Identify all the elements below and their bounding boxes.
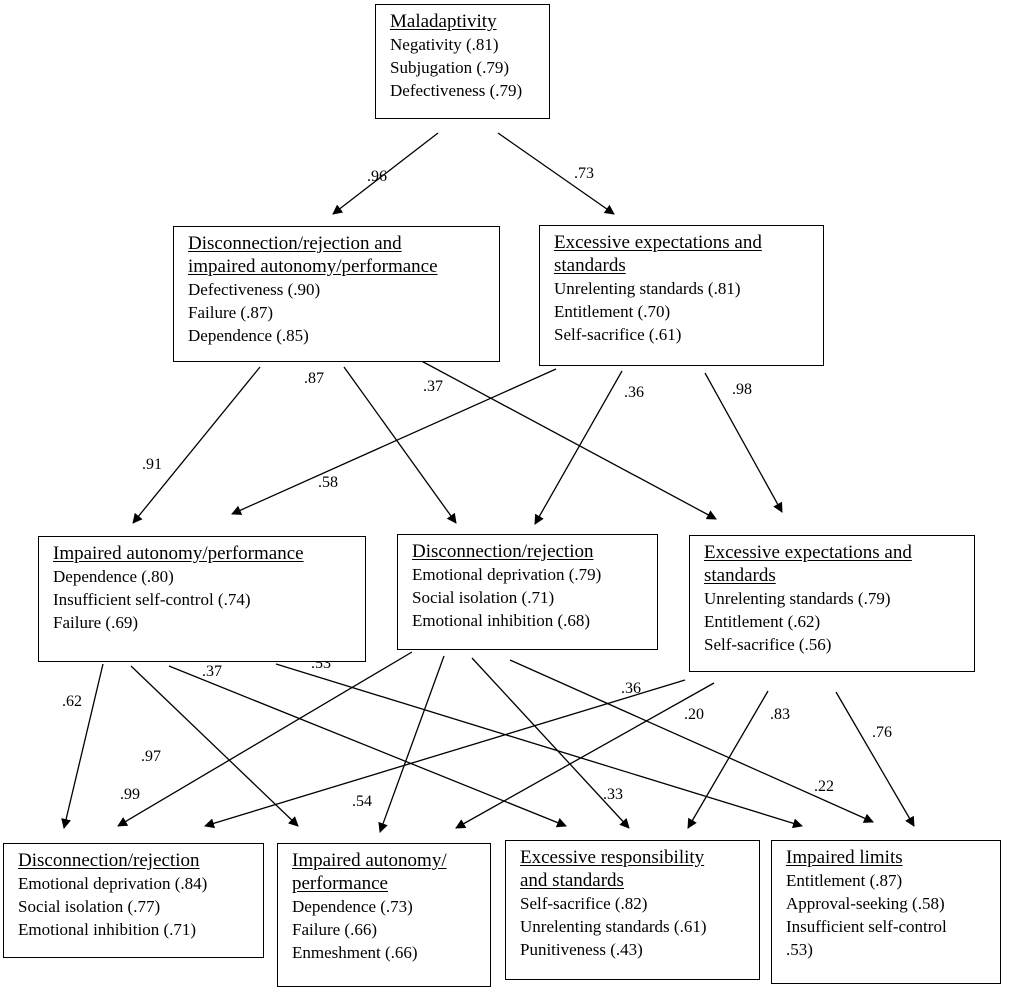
factor-item: .53) [786,940,813,959]
factor-title: standards [554,255,626,276]
factor-title: Disconnection/rejection [412,541,594,562]
arrow-l3dis-to-l4-excessive [471,657,630,829]
edge-label-l3imp-l4-excessive: .37 [202,663,222,680]
factor-title: Impaired limits [786,847,903,868]
factor-item: Emotional inhibition (.71) [18,920,197,939]
edge-label-l2exc-l3-disconnection: .36 [624,384,644,401]
arrow-l2exc-to-l3-impaired [231,368,557,515]
arrow-l3exc-to-l4-limits [835,691,915,827]
arrow-l2dis-to-l3-disconnection [343,366,457,524]
factor-title: performance [292,873,388,894]
factor-item: Social isolation (.71) [412,588,555,607]
edge-label-l3dis-l4-limits: .22 [814,778,834,795]
edge-label-l3exc-l4-impaired: .20 [684,706,704,723]
edge-label-l3imp-l4-impaired: .97 [141,748,161,765]
factor-item: Social isolation (.77) [18,897,161,916]
arrow-l3dis-to-l4-disconnection [117,651,413,827]
factor-item: Punitiveness (.43) [520,940,643,959]
factor-box-excessive-expectations-l2: Excessive expectations and standards Unr… [539,225,824,366]
factor-box-maladaptivity: Maladaptivity Negativity (.81) Subjugati… [375,4,550,119]
factor-box-excessive-expectations-l3: Excessive expectations and standards Unr… [689,535,975,672]
arrow-l3dis-to-l4-limits [509,659,874,823]
factor-item: Entitlement (.70) [554,302,671,321]
factor-item: Self-sacrifice (.82) [520,894,648,913]
arrow-l3exc-to-l4-disconnection [204,679,686,829]
factor-item: Unrelenting standards (.81) [554,279,741,298]
arrow-l2exc-to-l3-disconnection [534,370,623,525]
factor-item: Entitlement (.87) [786,871,903,890]
factor-item: Approval-seeking (.58) [786,894,945,913]
arrow-l3exc-to-l4-impaired [455,682,715,829]
factor-item: Dependence (.85) [188,326,309,345]
edge-label-l2dis-l3-excessive: .37 [423,378,443,395]
factor-item: Unrelenting standards (.61) [520,917,707,936]
factor-title: Impaired autonomy/ [292,850,447,871]
factor-item: Emotional deprivation (.84) [18,874,208,893]
edge-label-l3exc-l4-disconnection: .36 [621,680,641,697]
factor-item: Insufficient self-control (.74) [53,590,251,609]
factor-item: Emotional deprivation (.79) [412,565,602,584]
arrow-l3dis-to-l4-impaired [378,655,445,833]
factor-item: Dependence (.73) [292,897,413,916]
factor-item: Emotional inhibition (.68) [412,611,591,630]
factor-title: Excessive responsibility [520,847,705,868]
factor-item: Entitlement (.62) [704,612,821,631]
arrow-l2dis-to-l3-excessive [413,356,717,520]
factor-item: Enmeshment (.66) [292,943,418,962]
arrow-maladaptivity-to-l2-excessive [497,132,615,215]
arrow-maladaptivity-to-l2-disconnection [332,132,439,215]
factor-item: Failure (.66) [292,920,377,939]
edge-label-l3exc-l4-excessive: .83 [770,706,790,723]
factor-item: Self-sacrifice (.61) [554,325,682,344]
arrow-l3imp-to-l4-disconnection [61,663,104,829]
factor-item: Failure (.87) [188,303,273,322]
edge-label-l3dis-l4-excessive: .33 [603,786,623,803]
factor-box-disconnection-l4: Disconnection/rejection Emotional depriv… [3,843,264,958]
edge-label-l3exc-l4-limits: .76 [872,724,892,741]
factor-box-excessive-responsibility-l4: Excessive responsibility and standards S… [505,840,760,980]
factor-box-impaired-limits-l4: Impaired limits Entitlement (.87) Approv… [771,840,1001,984]
arrow-l3imp-to-l4-excessive [168,665,567,828]
factor-title: Impaired autonomy/performance [53,543,304,564]
factor-title: standards [704,565,776,586]
edge-label-l2dis-l3-disconnection: .87 [304,370,324,387]
factor-box-impaired-autonomy-l3: Impaired autonomy/performance Dependence… [38,536,366,662]
factor-box-impaired-autonomy-l4: Impaired autonomy/ performance Dependenc… [277,843,491,987]
factor-title: impaired autonomy/performance [188,256,438,277]
edge-label-l2exc-l3-excessive: .98 [732,381,752,398]
factor-item: Defectiveness (.90) [188,280,321,299]
arrow-l2dis-to-l3-impaired [132,366,261,524]
edge-label-maladaptivity-l2-excessive: .73 [574,165,594,182]
edge-label-maladaptivity-l2-disconnection: .96 [367,168,387,185]
factor-box-disconnection-l3: Disconnection/rejection Emotional depriv… [397,534,658,650]
edge-label-l2exc-l3-impaired: .58 [318,474,338,491]
factor-title: Maladaptivity [390,11,497,32]
arrow-l3exc-to-l4-excessive [687,690,769,829]
factor-box-disconnection-impaired-autonomy: Disconnection/rejection and impaired aut… [173,226,500,362]
edge-label-l3imp-l4-disconnection: .62 [62,693,82,710]
factor-title: Excessive expectations and [704,542,912,563]
edge-label-l3dis-l4-impaired: .54 [352,793,372,810]
factor-item: Subjugation (.79) [390,58,509,77]
factor-item: Self-sacrifice (.56) [704,635,832,654]
factor-item: Insufficient self-control [786,917,947,936]
factor-title: and standards [520,870,624,891]
factor-title: Disconnection/rejection [18,850,200,871]
factor-item: Defectiveness (.79) [390,81,523,100]
factor-item: Negativity (.81) [390,35,499,54]
edge-label-l2dis-l3-impaired: .91 [142,456,162,473]
factor-item: Dependence (.80) [53,567,174,586]
factor-title: Disconnection/rejection and [188,233,402,254]
factor-item: Failure (.69) [53,613,138,632]
arrow-l3imp-to-l4-limits [275,663,803,829]
arrow-l2exc-to-l3-excessive [704,372,783,513]
factor-title: Excessive expectations and [554,232,762,253]
arrow-l3imp-to-l4-impaired [130,665,299,827]
edge-label-l3dis-l4-disconnection: .99 [120,786,140,803]
factor-item: Unrelenting standards (.79) [704,589,891,608]
